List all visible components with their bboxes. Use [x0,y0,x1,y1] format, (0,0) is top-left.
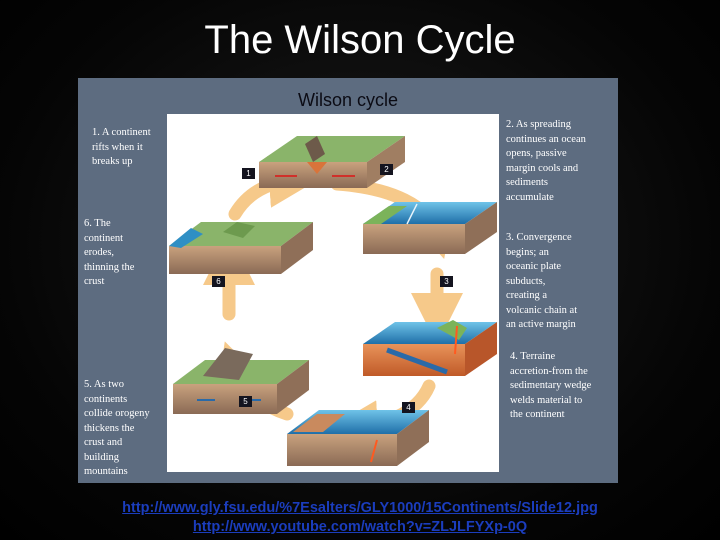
step-number-1: 1 [242,168,255,179]
video-source-link[interactable]: http://www.youtube.com/watch?v=ZLJLFYXp-… [192,519,528,535]
block-accretion [287,410,429,466]
caption-step-4: 4. Terraine accretion-from the sedimenta… [510,351,592,420]
cycle-panel [167,114,499,472]
caption-step-1: 1. A continent rifts when it breaks up [92,127,151,167]
caption-step-2: 2. As spreading continues an ocean opens… [506,119,586,203]
step-number-2: 2 [380,164,393,175]
block-rifting [259,136,405,188]
cycle-illustration [169,136,497,466]
step-number-6: 6 [212,276,225,287]
image-source-link[interactable]: http://www.gly.fsu.edu/%7Esalters/GLY100… [122,500,598,516]
block-ocean-opening [363,202,497,254]
caption-step-6: 6. The continent erodes, thinning the cr… [84,218,135,287]
caption-step-5: 5. As two continents collide orogeny thi… [84,379,150,477]
wilson-cycle-figure: Wilson cycle [78,78,618,483]
step-number-3: 3 [440,276,453,287]
step-number-4: 4 [402,402,415,413]
caption-step-3: 3. Convergence begins; an oceanic plate … [506,232,578,330]
block-erosion [169,222,313,274]
block-subduction [363,320,497,376]
step-number-5: 5 [239,396,252,407]
figure-title: Wilson cycle [297,90,399,110]
slide-title: The Wilson Cycle [204,18,516,62]
